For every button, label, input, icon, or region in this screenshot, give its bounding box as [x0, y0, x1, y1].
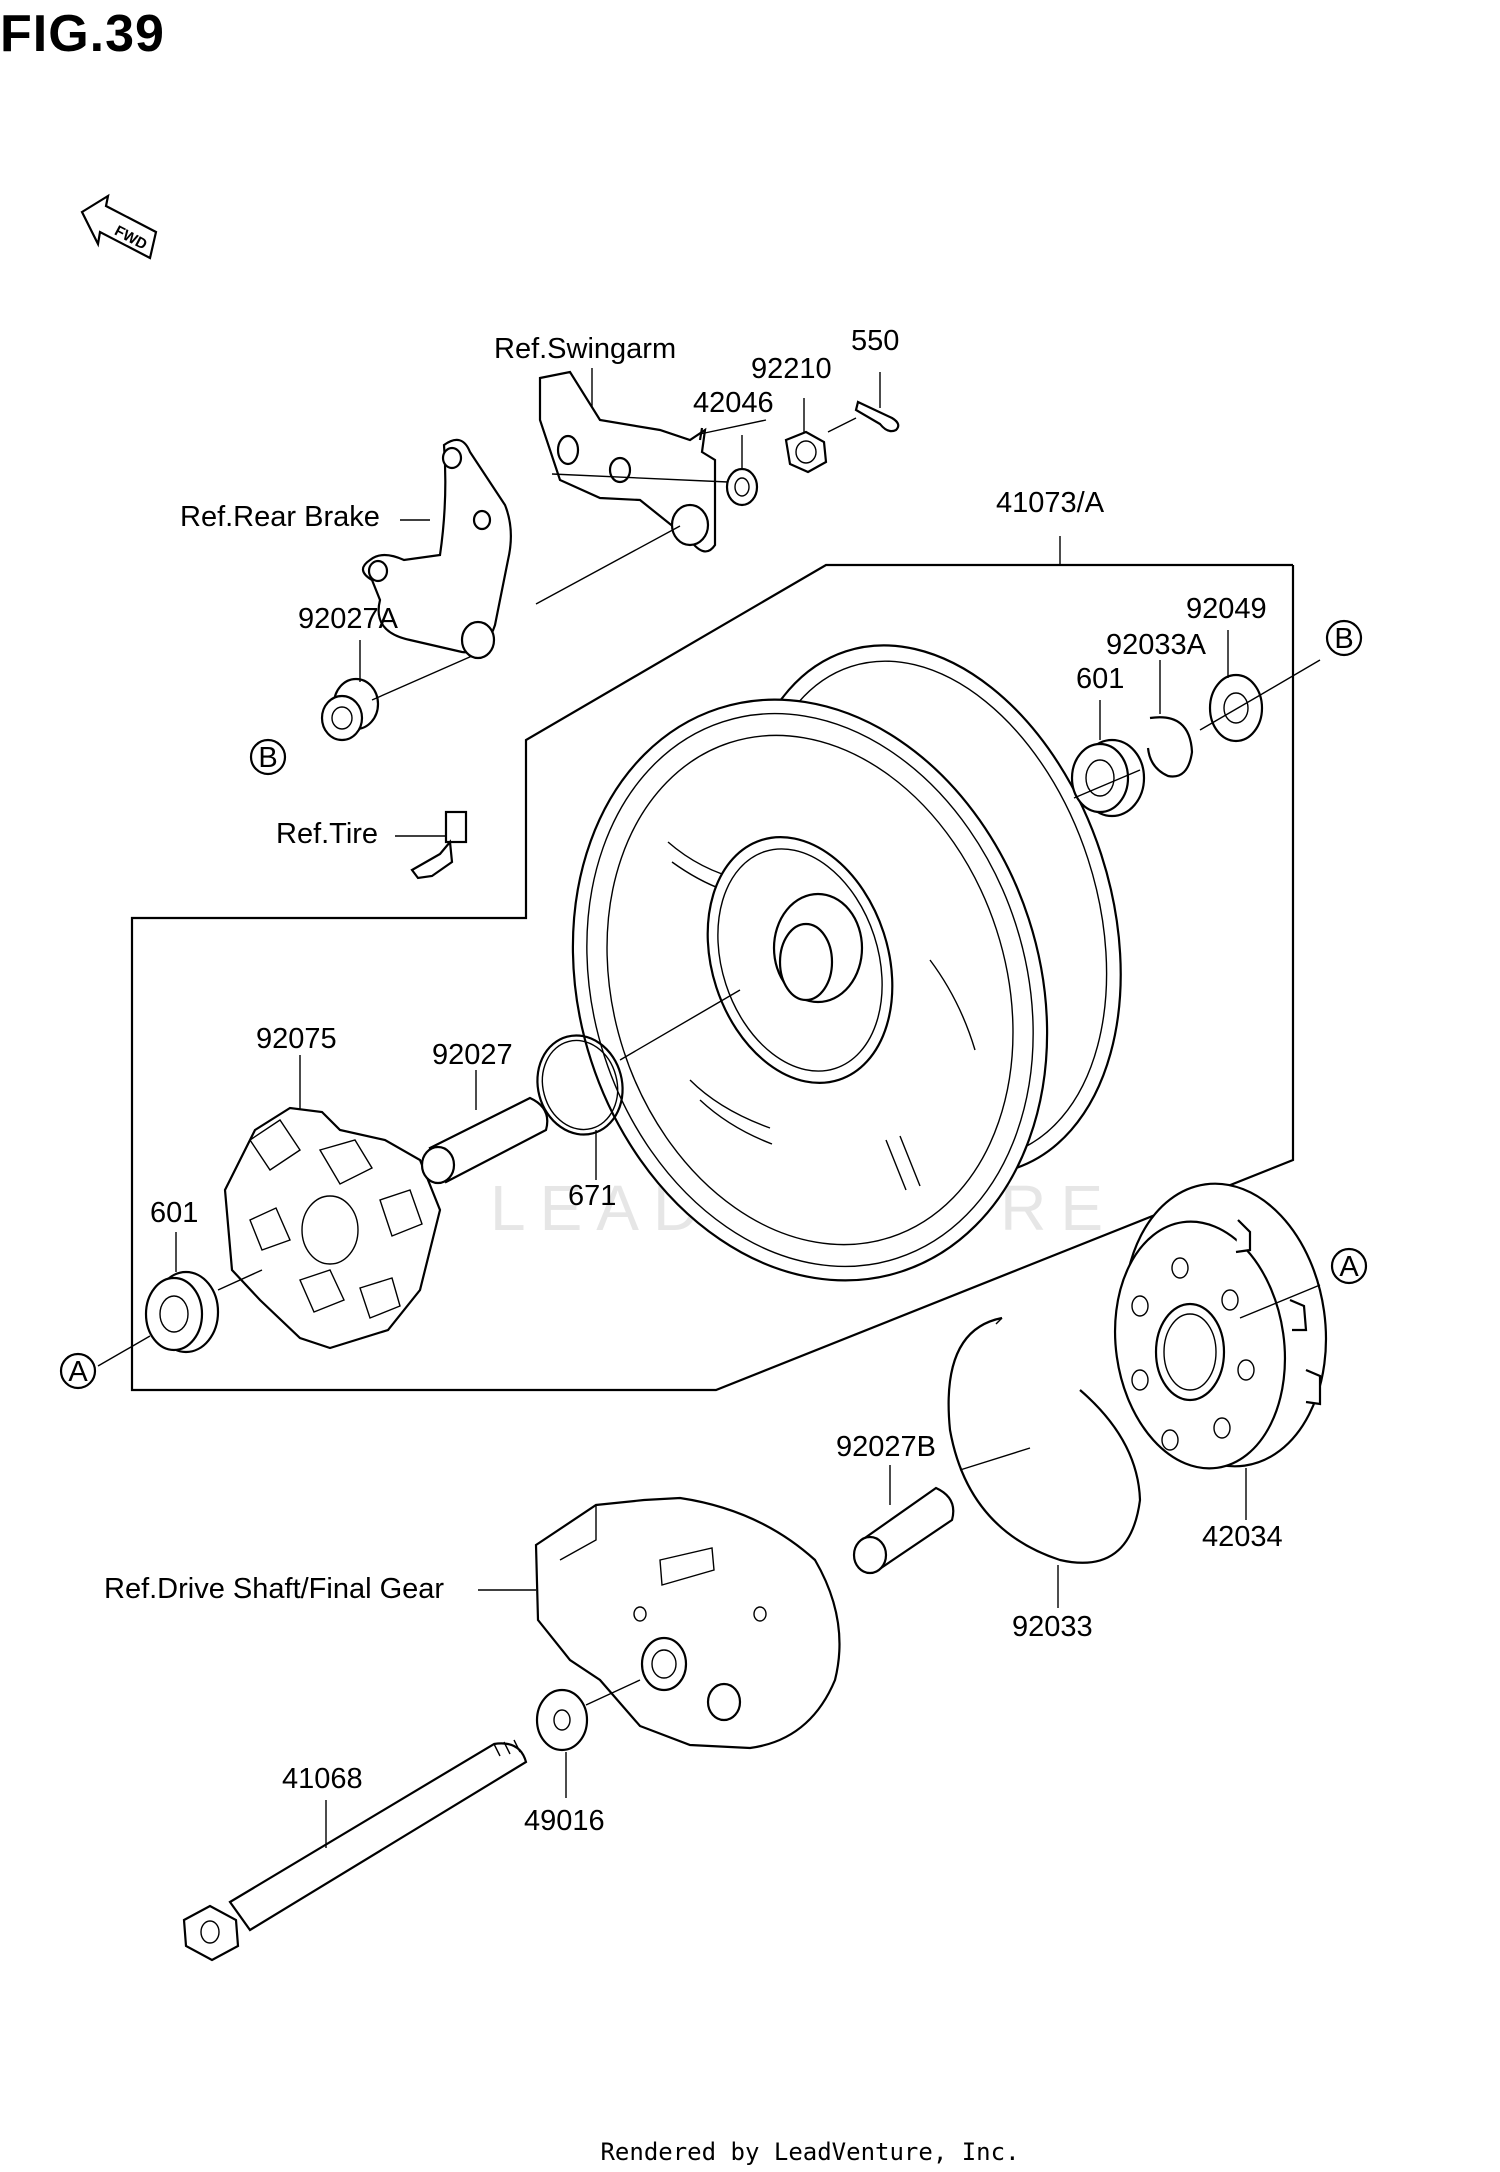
footer-text: Rendered by LeadVenture, Inc.	[600, 2138, 1020, 2166]
label-ref-rear-brake: Ref.Rear Brake	[180, 501, 380, 533]
label-601-top: 601	[1076, 663, 1124, 695]
svg-text:B: B	[1334, 623, 1353, 655]
fwd-arrow-icon: FWD	[80, 193, 158, 260]
oil-seal-92049	[1208, 673, 1264, 743]
nut-92210	[784, 430, 828, 474]
washer-49016	[535, 1688, 589, 1752]
damper-92075	[223, 1106, 442, 1350]
washer-42046	[725, 467, 759, 507]
label-ref-tire: Ref.Tire	[276, 818, 378, 850]
label-42046: 42046	[693, 387, 774, 419]
footer-credit: Rendered by LeadVenture, Inc.	[0, 2138, 1500, 2166]
label-92033a: 92033A	[1106, 629, 1207, 661]
callout-a-left: A	[59, 1352, 97, 1390]
circlip-92033a	[1146, 716, 1194, 778]
label-671: 671	[568, 1180, 616, 1212]
swingarm-torque-link	[538, 370, 717, 553]
callout-b-left: B	[249, 738, 287, 776]
label-92027: 92027	[432, 1039, 513, 1071]
callout-b-right: B	[1325, 619, 1363, 657]
wheel-assembly-frame	[130, 563, 1295, 1392]
rear-wheel	[571, 644, 1122, 1282]
rear-brake-bracket	[361, 438, 512, 660]
svg-text:B: B	[258, 742, 277, 774]
label-92075: 92075	[256, 1023, 337, 1055]
callout-a-right: A	[1330, 1247, 1368, 1285]
label-92049: 92049	[1186, 593, 1267, 625]
label-92027b: 92027B	[836, 1431, 936, 1463]
leader-lines	[97, 368, 1321, 1848]
circlip-92033	[947, 1316, 1142, 1564]
label-ref-drive-shaft: Ref.Drive Shaft/Final Gear	[104, 1573, 444, 1605]
figure-title: FIG.39	[0, 5, 165, 63]
cotter-pin-550	[854, 400, 900, 433]
label-601-left: 601	[150, 1197, 198, 1229]
label-92027a: 92027A	[298, 603, 399, 635]
label-49016: 49016	[524, 1805, 605, 1837]
tire-valve	[410, 810, 468, 880]
final-drive-housing	[534, 1496, 841, 1750]
label-41073a: 41073/A	[996, 487, 1105, 519]
svg-text:A: A	[1339, 1251, 1359, 1283]
o-ring-671	[536, 1034, 624, 1136]
coupling-42034	[1113, 1182, 1328, 1470]
label-92210: 92210	[751, 353, 832, 385]
label-ref-swingarm: Ref.Swingarm	[494, 333, 676, 365]
label-92033: 92033	[1012, 1611, 1093, 1643]
label-42034: 42034	[1202, 1521, 1283, 1553]
collar-92027a	[320, 677, 380, 742]
bearing-601-right	[1070, 738, 1146, 818]
axle-41068	[182, 1739, 528, 1962]
label-550: 550	[851, 325, 899, 357]
spacer-92027	[420, 1096, 549, 1185]
spacer-92027b	[852, 1486, 955, 1575]
label-41068: 41068	[282, 1763, 363, 1795]
svg-text:A: A	[68, 1356, 88, 1388]
bearing-601-left	[144, 1270, 220, 1354]
